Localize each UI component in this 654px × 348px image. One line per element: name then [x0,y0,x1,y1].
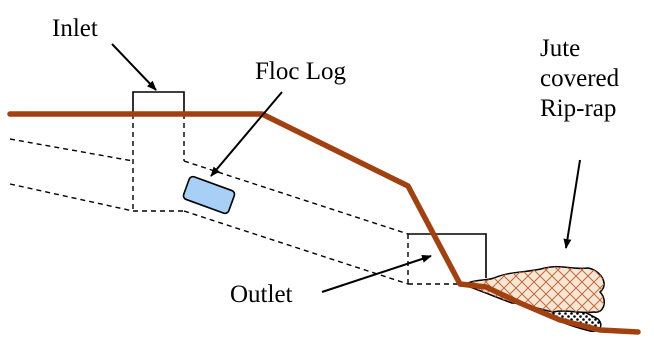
riprap-label-line-3: Rip-rap [540,95,617,122]
outlet-arrow [321,255,432,293]
floc-log [182,175,236,215]
buried-pipe [9,114,460,285]
pipe-bottom-left [9,183,134,212]
floc-log-arrow [210,91,283,177]
inlet-box [132,91,185,114]
riprap-arrow [563,159,581,249]
ground-surface-line [7,111,641,335]
outlet-label: Outlet [230,281,293,308]
riprap-label: Jute covered Rip-rap [540,34,650,124]
pipe-top-left [9,138,134,162]
inlet-label: Inlet [52,15,98,42]
callout-arrows [111,43,581,293]
inlet-arrow [111,43,157,91]
riprap-label-line-2: covered [540,65,620,92]
riprap-jute-hatch [468,266,605,313]
riprap-label-line-1: Jute [540,35,581,62]
floc-log-label: Floc Log [255,58,346,85]
pipe-bottom-right [183,210,409,285]
pipe-top-right [183,160,409,235]
